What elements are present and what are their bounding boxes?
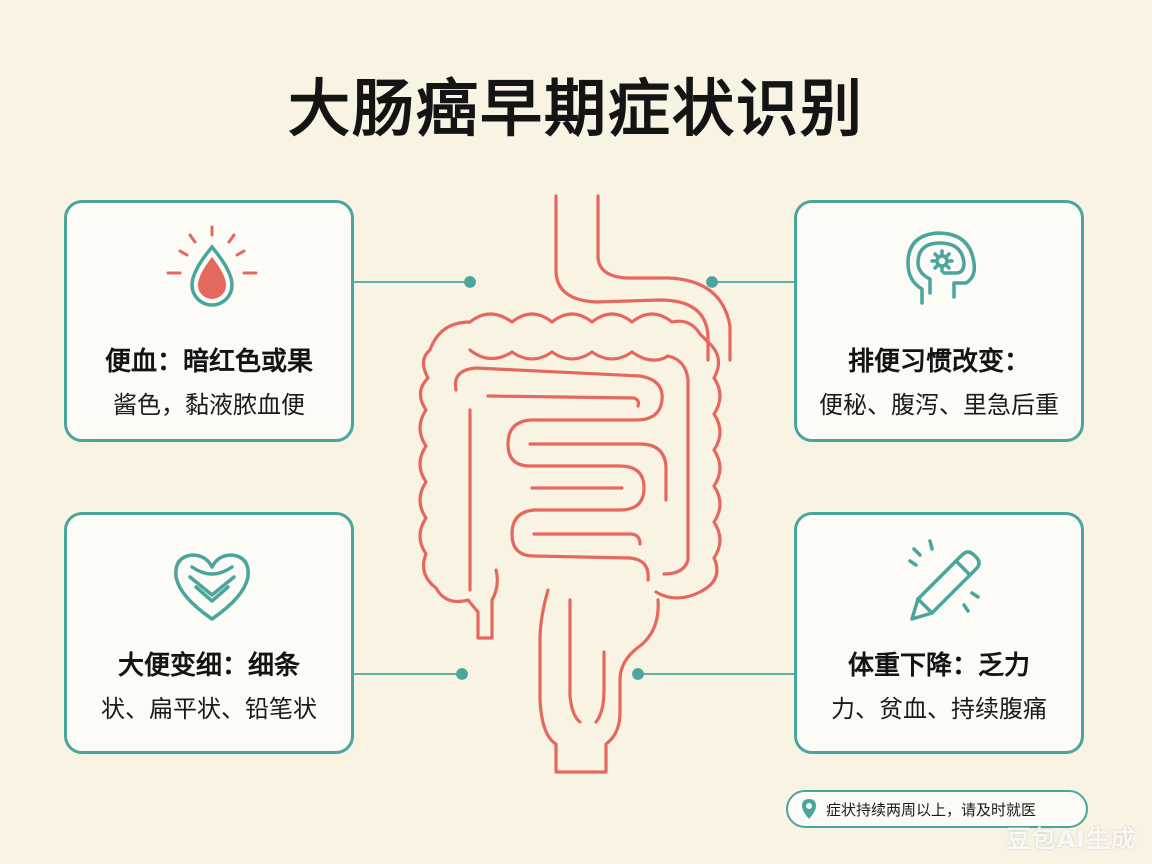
symptom-card-stool-shape: 大便变细：细条 状、扁平状、铅笔状 [64,512,354,754]
page-title: 大肠癌早期症状识别 [287,72,864,145]
head-gear-icon [906,231,977,305]
symptom-heading: 大便变细：细条 [117,651,300,681]
symptom-card-bleeding: 便血：暗红色或果 酱色，黏液脓血便 [64,200,354,442]
note-text: 症状持续两周以上，请及时就医 [826,800,1037,819]
location-pin-icon [802,799,816,819]
connector-dot-top-left [464,276,476,288]
symptom-card-weight-loss: 体重下降：乏力 力、贫血、持续腹痛 [794,512,1084,754]
symptom-detail: 力、贫血、持续腹痛 [831,695,1047,723]
small-intestine-loops [453,366,664,582]
connector-lines [354,276,794,680]
esophagus-inner [596,194,732,362]
pencil-icon [908,539,981,621]
connector-dot-bottom-left [456,668,468,680]
watermark: 豆包AI生成 [1006,825,1136,853]
symptom-detail: 便秘、腹泻、里急后重 [819,391,1059,419]
rectum-inner [568,598,606,724]
symptom-heading: 排便习惯改变： [847,347,1030,377]
large-intestine-outer [418,320,499,640]
blood-drop-icon [166,225,258,307]
symptom-detail: 状、扁平状、铅笔状 [101,695,317,723]
small-intestine-loops-inner [468,394,668,592]
heart-chevron-icon [174,553,250,621]
medical-advice-note: 症状持续两周以上，请及时就医 [786,790,1088,828]
symptom-detail: 酱色，黏液脓血便 [113,391,305,419]
symptom-heading: 便血：暗红色或果 [104,347,313,377]
symptom-heading: 体重下降：乏力 [847,651,1030,681]
connector-dot-bottom-right [632,668,644,680]
symptom-card-bowel-habits: 排便习惯改变： 便秘、腹泻、里急后重 [794,200,1084,442]
connector-dot-top-right [706,276,718,288]
intestine-illustration [418,194,732,774]
rectum [538,588,660,774]
esophagus [554,194,710,362]
transverse-colon-top [468,312,722,600]
transverse-colon-bottom [468,348,690,576]
